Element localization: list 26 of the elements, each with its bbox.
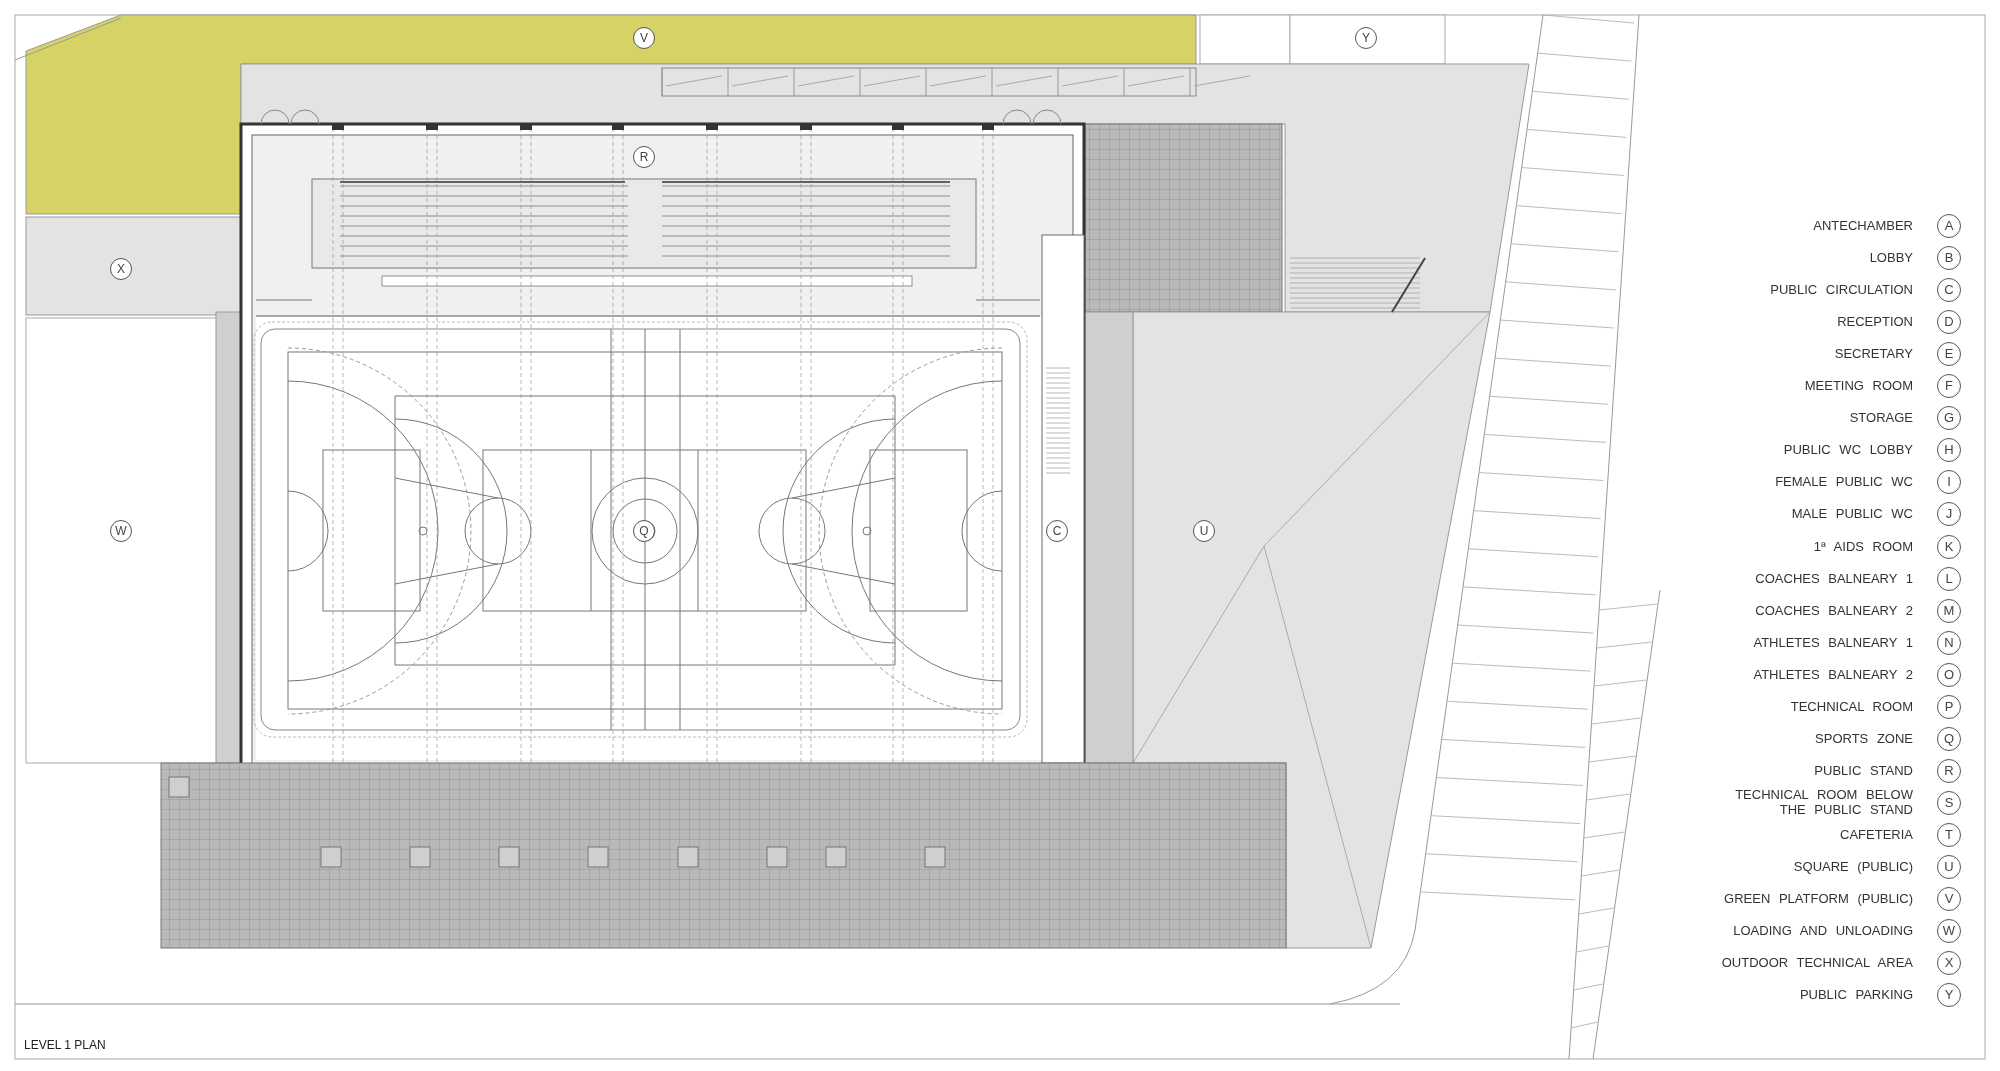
room-name: TECHNICAL ROOM: [1789, 699, 1913, 715]
room-name: PUBLIC WC LOBBY: [1782, 442, 1913, 458]
room-name: PUBLIC CIRCULATION: [1769, 282, 1913, 298]
room-name: FEMALE PUBLIC WC: [1774, 474, 1913, 490]
room-name: SPORTS ZONE: [1814, 731, 1913, 747]
room-name: LOBBY: [1868, 250, 1913, 266]
room-name: ANTECHAMBER: [1812, 218, 1913, 234]
room-name: OUTDOOR TECHNICAL AREA: [1720, 955, 1913, 971]
room-name: COACHES BALNEARY 2: [1754, 603, 1913, 619]
room-name: PUBLIC STAND: [1813, 763, 1913, 779]
room-name: 1ª AIDS ROOM: [1812, 539, 1913, 554]
room-name: GREEN PLATFORM (PUBLIC): [1723, 891, 1913, 907]
room-name: TECHNICAL ROOM BELOW THE PUBLIC STAND: [1734, 787, 1913, 818]
room-name: SECRETARY: [1833, 346, 1913, 362]
room-name: STORAGE: [1848, 410, 1913, 426]
room-name: CAFETERIA: [1839, 827, 1913, 843]
room-name: MEETING ROOM: [1803, 378, 1913, 394]
plan-caption: LEVEL 1 PLAN: [24, 1038, 106, 1052]
room-name: LOADING AND UNLOADING: [1732, 923, 1913, 939]
room-name: ATHLETES BALNEARY 1: [1752, 635, 1913, 651]
room-name: RECEPTION: [1836, 314, 1913, 330]
room-name: SQUARE (PUBLIC): [1792, 859, 1913, 875]
room-name: PUBLIC PARKING: [1798, 987, 1913, 1003]
room-name: COACHES BALNEARY 1: [1754, 571, 1913, 586]
room-name: MALE PUBLIC WC: [1790, 506, 1913, 522]
room-name: ATHLETES BALNEARY 2: [1752, 667, 1913, 683]
